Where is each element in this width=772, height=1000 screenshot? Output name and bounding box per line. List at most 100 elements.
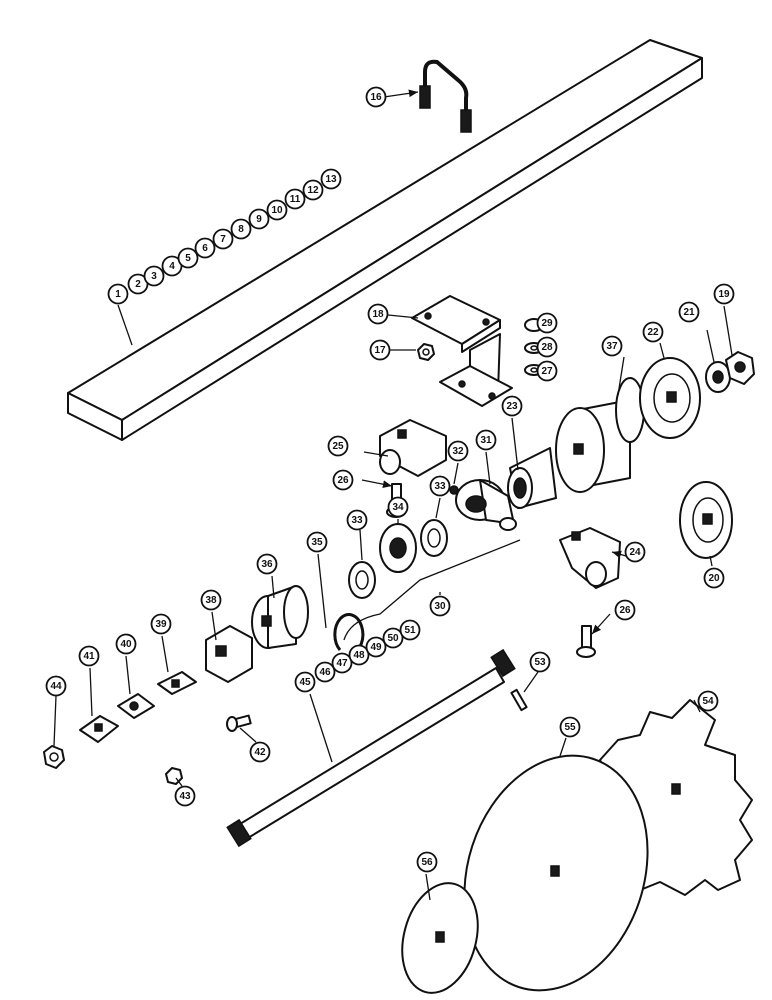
callout-number: 36 [261, 559, 273, 570]
callout-number: 29 [541, 318, 553, 329]
callout-circle [475, 429, 497, 451]
callout-number: 46 [319, 667, 331, 678]
callout-40: 40 [115, 633, 137, 655]
clamp-bracket-lower [559, 527, 621, 589]
hub [251, 585, 309, 649]
callout-37: 37 [601, 335, 623, 357]
callout-number: 32 [452, 446, 464, 457]
small-disc-blade [401, 882, 479, 994]
callout-circle [536, 336, 558, 358]
callout-21: 21 [678, 301, 700, 323]
axle-shaft [226, 648, 516, 848]
callout-circle [327, 435, 349, 457]
callout-number: 11 [290, 194, 301, 205]
callout-11: 11 [284, 188, 306, 210]
callout-circle [536, 312, 558, 334]
callout-circle [266, 199, 288, 221]
callout-8: 8 [230, 218, 252, 240]
callout-number: 38 [205, 595, 217, 606]
callout-circle [447, 440, 469, 462]
callout-44: 44 [45, 675, 67, 697]
callout-number: 56 [421, 857, 433, 868]
callout-circle [429, 595, 451, 617]
callout-number: 37 [606, 341, 618, 352]
callout-25: 25 [327, 435, 349, 457]
callout-circle [501, 395, 523, 417]
callout-32: 32 [447, 440, 469, 462]
callout-number: 9 [256, 214, 262, 225]
callout-number: 30 [434, 601, 446, 612]
callout-circle [284, 188, 306, 210]
callout-circle [703, 567, 725, 589]
callout-51: 51 [399, 619, 421, 641]
clamp-bracket [379, 419, 447, 477]
callout-26: 26 [614, 599, 636, 621]
callout-35: 35 [306, 531, 328, 553]
callout-number: 7 [220, 234, 226, 245]
callout-circle [365, 86, 387, 108]
callout-13: 13 [320, 168, 342, 190]
callout-circle [713, 283, 735, 305]
callout-circle [320, 168, 342, 190]
callout-number: 28 [541, 342, 553, 353]
callout-circle [302, 179, 324, 201]
callout-22: 22 [642, 321, 664, 343]
callout-circle [212, 228, 234, 250]
callout-number: 35 [311, 537, 323, 548]
callout-53: 53 [529, 651, 551, 673]
callout-circle [45, 675, 67, 697]
callout-27: 27 [536, 360, 558, 382]
callout-49: 49 [365, 636, 387, 658]
callout-28: 28 [536, 336, 558, 358]
callout-50: 50 [382, 627, 404, 649]
lock-plate [79, 715, 119, 743]
callout-circle [331, 652, 353, 674]
callout-number: 40 [120, 639, 132, 650]
callout-number: 23 [506, 401, 518, 412]
callout-circle [399, 619, 421, 641]
callout-number: 18 [372, 309, 384, 320]
callout-circle [601, 335, 623, 357]
callout-17: 17 [369, 339, 391, 361]
callout-3: 3 [143, 265, 165, 287]
bearing-insert [379, 523, 417, 573]
callout-circle [249, 741, 271, 763]
callout-circle [614, 599, 636, 621]
callout-circle [256, 553, 278, 575]
callout-42: 42 [249, 741, 271, 763]
callout-48: 48 [348, 644, 370, 666]
callout-26: 26 [332, 469, 354, 491]
callout-circle [529, 651, 551, 673]
callout-41: 41 [78, 645, 100, 667]
callout-number: 42 [254, 747, 266, 758]
hex-bolt [226, 714, 252, 732]
seal-ring [420, 519, 448, 557]
callout-20: 20 [703, 567, 725, 589]
callout-number: 33 [434, 481, 446, 492]
callout-29: 29 [536, 312, 558, 334]
callout-circle [559, 716, 581, 738]
callout-7: 7 [212, 228, 234, 250]
leader-lines [53, 89, 733, 901]
hex-nut [417, 343, 435, 361]
callout-number: 41 [83, 651, 95, 662]
callout-circle [78, 645, 100, 667]
callout-43: 43 [174, 785, 196, 807]
callout-number: 8 [238, 224, 244, 235]
callout-54: 54 [697, 690, 719, 712]
callout-circle [365, 636, 387, 658]
callout-10: 10 [266, 199, 288, 221]
callout-number: 55 [564, 722, 576, 733]
callout-circle [346, 509, 368, 531]
grease-fitting [449, 485, 459, 495]
cotter-pin [510, 688, 528, 712]
spacer-block [205, 625, 253, 683]
callout-circle [367, 303, 389, 325]
callout-circle [332, 469, 354, 491]
callout-number: 19 [718, 289, 730, 300]
callout-circle [150, 613, 172, 635]
callout-number: 25 [332, 441, 344, 452]
callout-circle [174, 785, 196, 807]
callout-33: 33 [429, 475, 451, 497]
